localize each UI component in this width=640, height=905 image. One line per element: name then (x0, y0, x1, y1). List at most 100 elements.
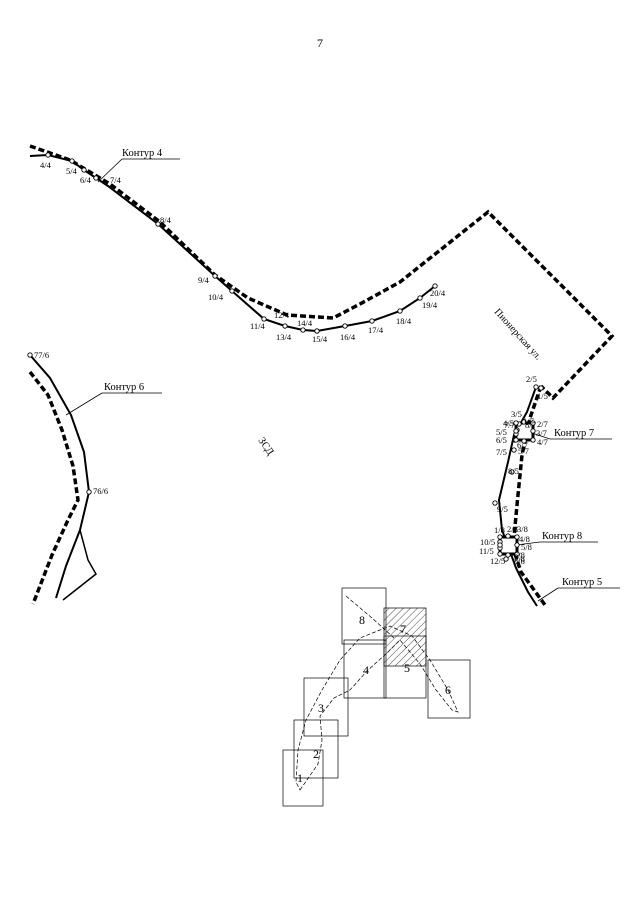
index-outline (295, 625, 459, 791)
point-marker (505, 533, 511, 539)
point-label: 6/7 (517, 440, 528, 450)
sheet-3 (303, 677, 349, 737)
contour-6-branch (62, 529, 97, 601)
point-label: 3/8 (517, 524, 528, 534)
point-marker (417, 295, 423, 301)
point-label: 7/5 (496, 447, 507, 457)
point-marker (521, 438, 527, 444)
point-marker (81, 167, 87, 173)
point-marker (342, 323, 348, 329)
contour-label-4: Контур 4 (122, 148, 163, 159)
contour-label-6: Контур 6 (104, 382, 144, 393)
contour-label-8: Контур 8 (542, 531, 582, 542)
point-marker (514, 551, 520, 557)
point-marker (155, 221, 161, 227)
page-number: 7 (317, 36, 323, 50)
point-marker (261, 316, 267, 322)
point-label: 8/4 (160, 215, 172, 225)
sheet-label-8: 8 (359, 613, 365, 627)
point-label: 12/4 (274, 310, 290, 320)
point-marker (509, 469, 515, 475)
point-label: 7/8 (514, 554, 525, 564)
point-marker (521, 419, 527, 425)
point-marker (212, 273, 218, 279)
point-marker (300, 327, 306, 333)
point-marker (397, 308, 403, 314)
sheet-label-6: 6 (445, 683, 451, 697)
point-marker (229, 288, 235, 294)
point-marker (492, 500, 498, 506)
point-label: 1/7 (523, 416, 534, 426)
point-marker (432, 283, 438, 289)
point-label: 4/7 (537, 437, 548, 447)
point-marker (45, 152, 51, 158)
sheet-label-4: 4 (363, 663, 369, 677)
point-marker (513, 420, 519, 426)
point-label: 1/5 (537, 391, 548, 401)
point-label: 4/8 (519, 534, 530, 544)
point-label: 15/4 (312, 334, 328, 344)
point-label: 2/5 (526, 374, 537, 384)
point-label: 6/5 (496, 435, 507, 445)
contour-label-7: Контур 7 (554, 428, 594, 439)
point-label: 3/5 (511, 409, 522, 419)
leader-lines (65, 158, 620, 602)
point-marker (497, 551, 503, 557)
point-marker (497, 542, 503, 548)
point-label: 5/4 (66, 166, 78, 176)
point-label: 16/4 (340, 332, 356, 342)
point-marker (514, 534, 520, 540)
sheet-label-7: 7 (400, 622, 406, 636)
point-marker (538, 385, 544, 391)
point-marker (86, 489, 92, 495)
sheet-label-1: 1 (297, 771, 303, 785)
point-marker (530, 420, 536, 426)
point-marker (530, 437, 536, 443)
point-label: 8/8 (514, 556, 525, 566)
point-label: 8/5 (508, 466, 519, 476)
point-label: 2/7 (537, 419, 548, 429)
street-label: Пионерская ул. (492, 307, 544, 363)
sheet-6 (427, 659, 471, 719)
point-marker (27, 352, 33, 358)
point-marker (282, 323, 288, 329)
point-label: 10/5 (480, 537, 495, 547)
point-label: 7/7 (504, 420, 515, 430)
boundary-dashed-upper (29, 144, 615, 401)
point-label: 11/4 (250, 321, 266, 331)
point-label: 17/4 (368, 325, 384, 335)
sheet-4 (343, 639, 387, 699)
point-label: 7/4 (110, 175, 122, 185)
point-label: 3/7 (536, 428, 547, 438)
point-label: 9/5 (497, 504, 508, 514)
point-marker (530, 428, 536, 434)
point-marker (497, 534, 503, 540)
point-label: 9/4 (198, 275, 210, 285)
sheet-index (282, 587, 471, 807)
point-marker (503, 556, 509, 562)
point-marker (533, 384, 539, 390)
point-marker (513, 428, 519, 434)
point-label: 14/4 (297, 318, 313, 328)
point-label: 5/5 (496, 427, 507, 437)
point-label: 77/6 (34, 350, 49, 360)
point-label: 1/8 (494, 525, 505, 535)
point-label: 19/4 (422, 300, 438, 310)
contour-6-line (29, 354, 91, 599)
point-label: 76/6 (93, 486, 108, 496)
area-label: ЗСД (256, 436, 276, 458)
point-label: 6/8 (514, 550, 525, 560)
point-marker (314, 328, 320, 334)
point-marker (514, 542, 520, 548)
point-label: 4/4 (40, 160, 52, 170)
point-label: 2/8 (507, 524, 518, 534)
point-label: 5/8 (521, 542, 532, 552)
point-marker (69, 158, 75, 164)
point-marker (93, 175, 99, 181)
point-label: 18/4 (396, 316, 412, 326)
point-label: 11/5 (479, 546, 494, 556)
point-label: 5/7 (518, 446, 529, 456)
point-label: 20/4 (430, 288, 446, 298)
